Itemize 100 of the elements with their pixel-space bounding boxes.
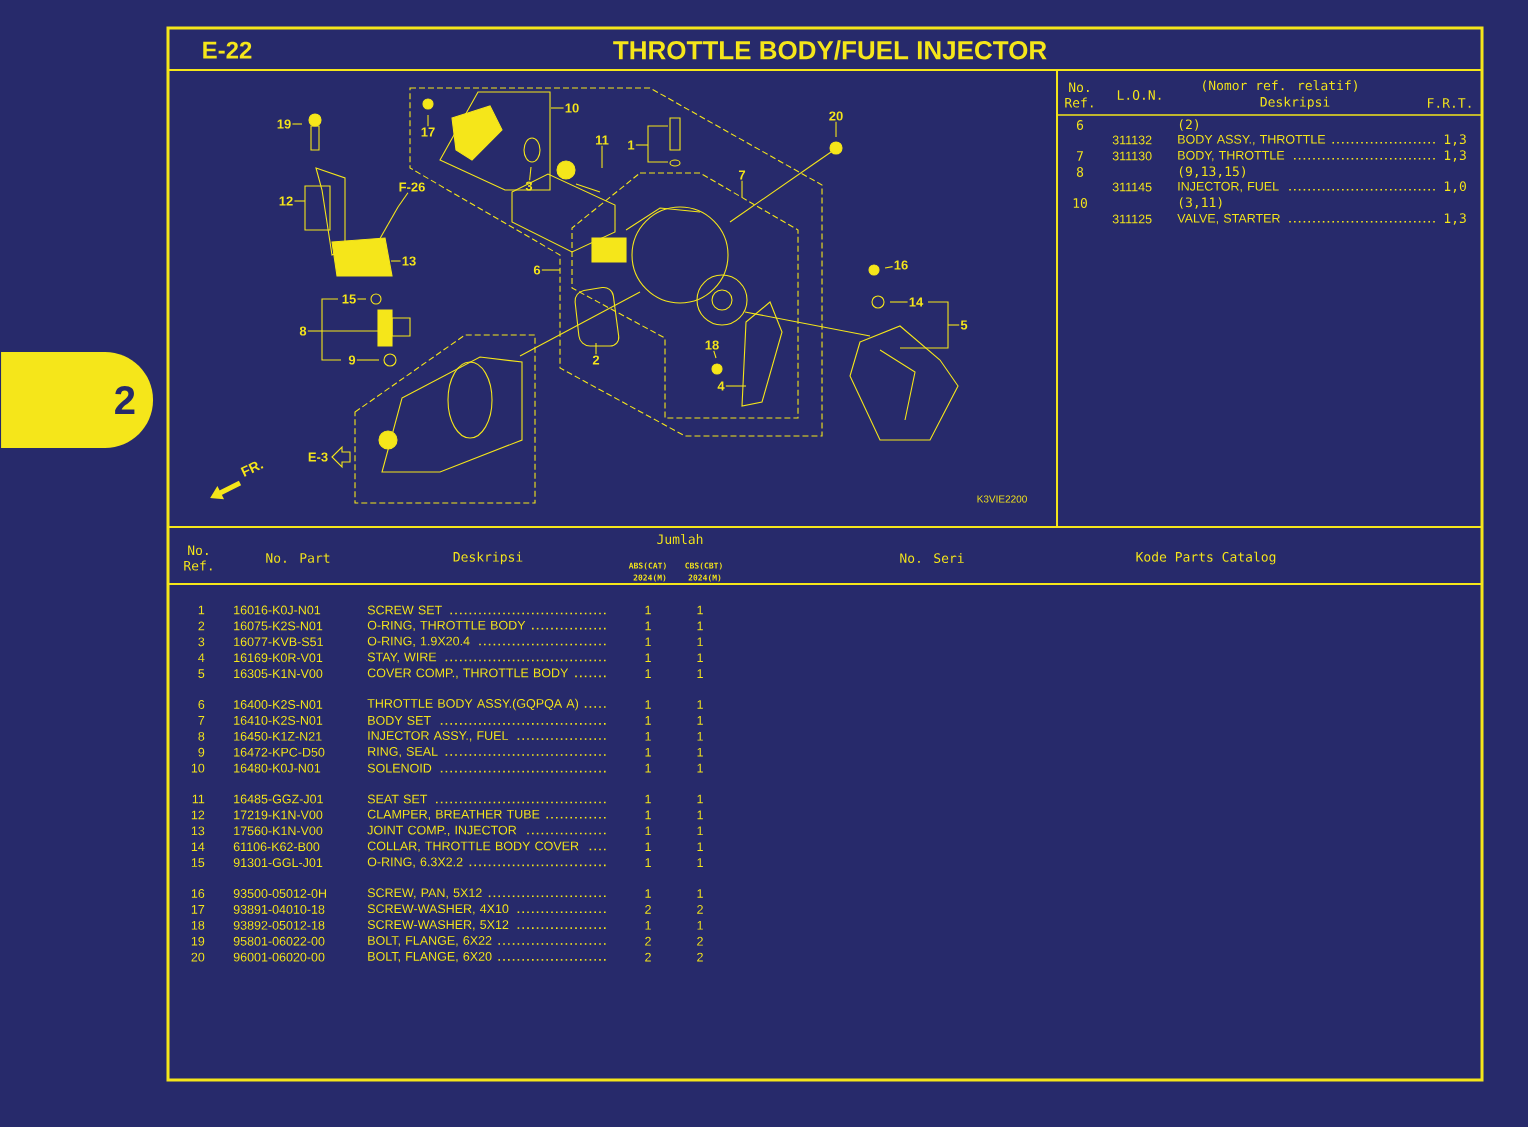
table-cell: 17560-K1N-V00 (234, 826, 323, 836)
table-cell: 15 (191, 858, 205, 867)
table-cell: 16480-K0J-N01 (234, 763, 321, 773)
table-cell: 1 (645, 889, 651, 898)
table-cell: 93500-05012-0H (233, 889, 326, 898)
leader-line (390, 260, 402, 262)
callout-number: 4 (717, 381, 725, 391)
callout-number: 12 (279, 196, 293, 206)
leader-line (835, 121, 837, 138)
leader-line (947, 324, 960, 326)
table-cell: BODY, THROTTLE (1178, 150, 1435, 162)
table-cell: 2 (697, 936, 703, 946)
table-cell: 1 (697, 605, 703, 615)
leader-line (291, 123, 303, 125)
column-header: No. Part (266, 553, 330, 563)
table-cell: 1 (645, 747, 651, 757)
table-cell: JOINT COMP., INJECTOR (367, 825, 606, 836)
table-cell: 18 (191, 920, 205, 930)
table-cell: 93891-04010-18 (233, 905, 325, 914)
leader-line (356, 359, 380, 361)
callout-number: 10 (565, 103, 579, 113)
table-cell: 1 (645, 605, 651, 615)
callout-number: F-26 (399, 182, 425, 192)
callout-number: 19 (277, 119, 291, 129)
table-cell: INJECTOR, FUEL (1178, 181, 1435, 193)
section-tab: 2 (1, 352, 154, 448)
table-cell: 16169-K0R-V01 (234, 653, 323, 663)
table-cell: 16305-K1N-V00 (234, 669, 323, 679)
table-cell: 1 (697, 747, 703, 757)
table-cell: 1 (697, 889, 703, 898)
table-cell: 1 (697, 826, 703, 836)
leader-line (293, 200, 306, 202)
table-cell: 1 (645, 621, 651, 631)
reference-label: E-3 (308, 452, 328, 462)
leader-line (595, 342, 597, 355)
table-cell: 311125 (1112, 214, 1152, 224)
table-cell: STAY, WIRE (367, 652, 606, 663)
column-header: 2024(M) (633, 574, 666, 582)
table-cell: 2 (198, 621, 205, 631)
callout-number: 14 (909, 297, 924, 307)
title: THROTTLE BODY/FUEL INJECTOR (613, 40, 1047, 60)
table-cell: 1 (645, 669, 651, 678)
table-cell: O-RING, THROTTLE BODY (367, 620, 606, 632)
table-cell: 311130 (1112, 151, 1152, 161)
callout-number: 20 (829, 111, 843, 121)
table-cell: 1 (697, 810, 703, 820)
table-cell: 7 (198, 716, 205, 725)
table-cell: SCREW SET (367, 605, 606, 616)
table-cell: 16 (191, 889, 205, 898)
table-cell: 1 (645, 653, 651, 662)
table-cell: 6 (1076, 120, 1084, 130)
table-cell: 2 (697, 905, 703, 914)
table-cell: 6 (198, 700, 205, 709)
leader-line (356, 298, 367, 300)
table-cell: 93892-05012-18 (233, 920, 325, 930)
table-cell: 311132 (1112, 135, 1152, 145)
table-cell: 16077-KVB-S51 (234, 637, 323, 647)
callout-number: 11 (595, 135, 609, 145)
table-cell: 1 (697, 653, 703, 662)
table-cell: 13 (191, 826, 205, 836)
table-cell: 1 (645, 637, 651, 647)
table-cell: SCREW, PAN, 5X12 (367, 888, 606, 899)
table-cell: 2 (645, 936, 651, 946)
table-cell: CLAMPER, BREATHER TUBE (367, 809, 606, 821)
leader-line (541, 269, 561, 271)
direction-label: FR. (240, 461, 264, 477)
table-cell: 1 (645, 732, 651, 741)
table-cell: 1,3 (1444, 134, 1466, 146)
table-cell: 1,0 (1444, 181, 1466, 193)
column-header: No. Seri (900, 552, 964, 564)
table-cell: (9,13,15) (1179, 166, 1245, 178)
callout-number: 13 (402, 256, 416, 266)
table-cell: 20 (191, 952, 205, 962)
column-header: Deskripsi (453, 551, 523, 565)
table-cell: 8 (1076, 167, 1084, 177)
table-cell: VALVE, STARTER (1177, 213, 1435, 225)
callout-number: 9 (348, 355, 356, 365)
table-cell: 16450-K1Z-N21 (234, 731, 322, 741)
column-header: Deskripsi (1260, 96, 1330, 110)
table-cell: 19 (191, 936, 205, 946)
table-cell: BODY ASSY., THROTTLE (1178, 134, 1435, 146)
callout-number: 8 (299, 326, 307, 336)
table-cell: 1 (697, 763, 703, 773)
table-cell: 12 (191, 810, 205, 820)
callout-number: 16 (894, 260, 908, 270)
table-cell: 1,3 (1444, 150, 1466, 162)
table-cell: 1 (697, 732, 703, 741)
table-cell: (3,11) (1179, 197, 1222, 209)
table-cell: 1 (645, 826, 651, 836)
table-cell: 2 (645, 952, 651, 962)
table-cell: SCREW-WASHER, 5X12 (367, 920, 606, 931)
table-cell: 1 (645, 716, 651, 725)
callout-number: 15 (342, 294, 356, 304)
table-cell: O-RING, 6.3X2.2 (367, 857, 606, 868)
table-cell: 16075-K2S-N01 (234, 621, 323, 631)
table-cell: 1 (697, 637, 703, 647)
table-cell: 17219-K1N-V00 (234, 810, 323, 820)
leader-line (427, 114, 429, 127)
leader-line (725, 385, 747, 387)
table-cell: 61106-K62-B00 (233, 842, 320, 852)
